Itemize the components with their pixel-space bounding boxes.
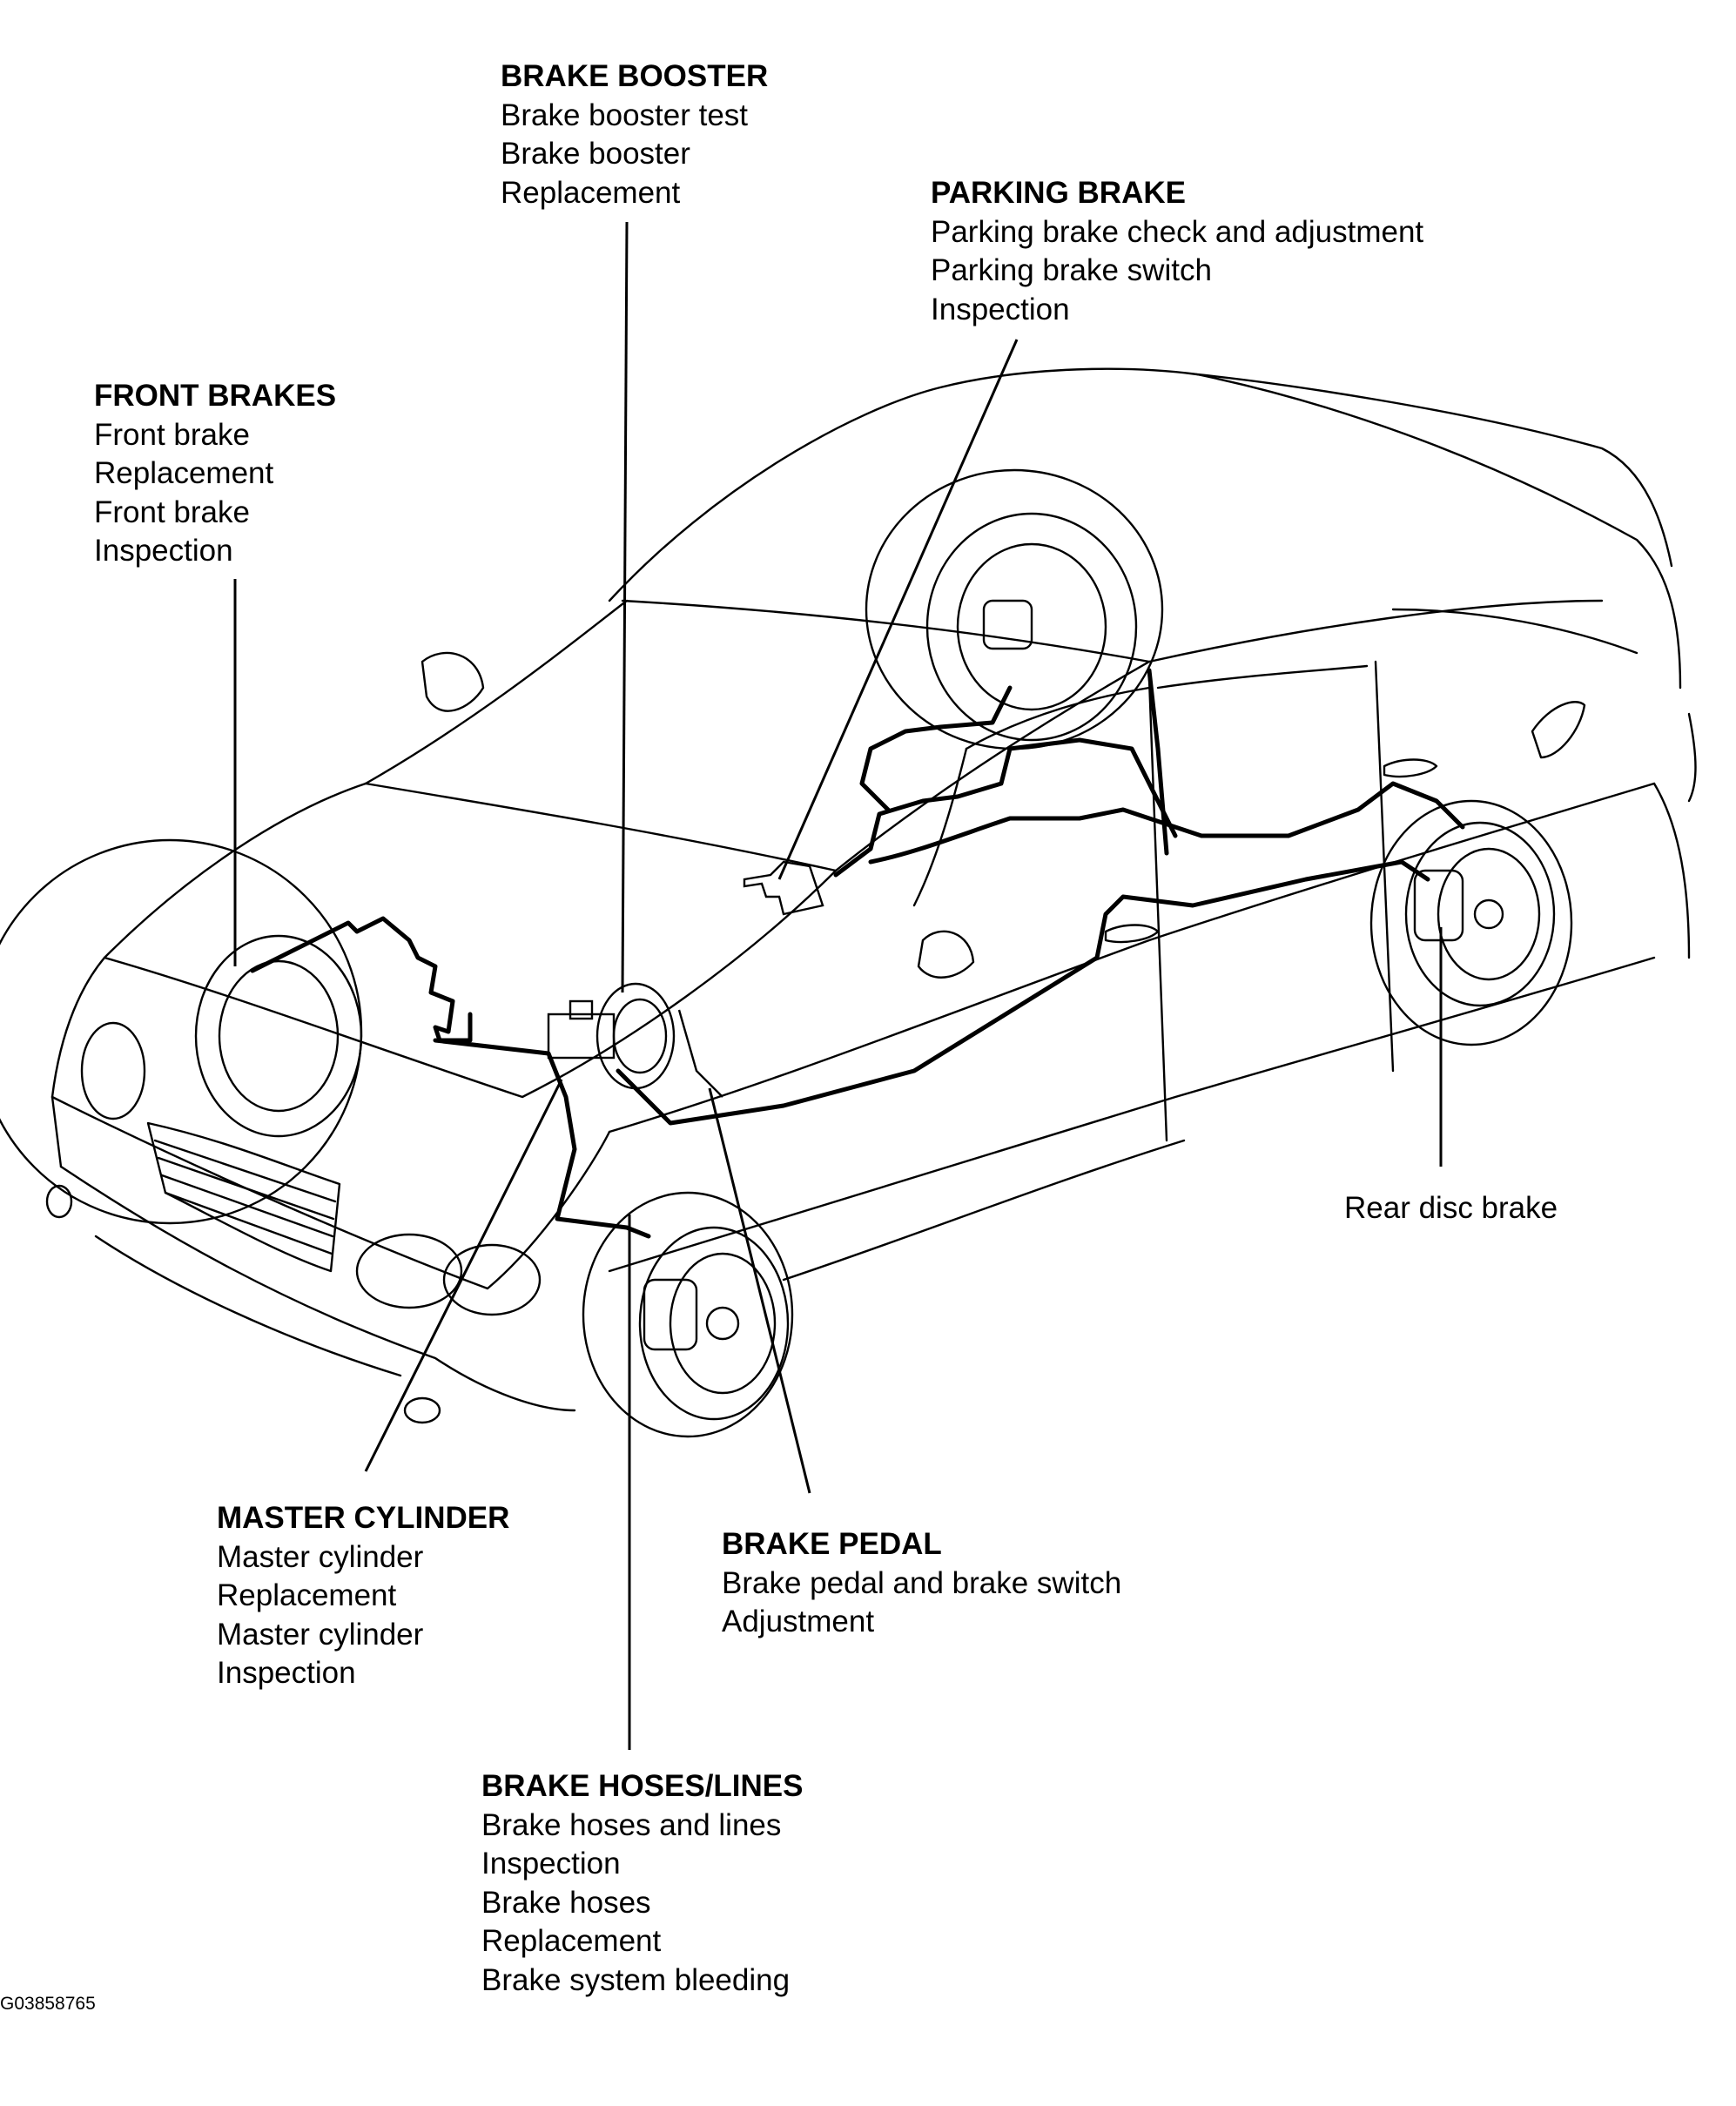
rear-left-wheel: [925, 512, 1138, 742]
front-brakes-line: Front brake: [94, 495, 250, 529]
parking-brake-line: Inspection: [931, 292, 1070, 326]
front-right-brake-disc: [638, 1226, 790, 1421]
car-body: [0, 367, 1697, 1438]
brake-hoses-lines-callout: BRAKE HOSES/LINES Brake hoses and lines …: [481, 1767, 804, 2000]
parking-brake-line: Parking brake check and adjustment: [931, 214, 1424, 249]
brake-pedal-callout: BRAKE PEDAL Brake pedal and brake switch…: [722, 1525, 1121, 1642]
brake-pedal-line: Adjustment: [722, 1605, 875, 1638]
parking-brake-callout: PARKING BRAKE Parking brake check and ad…: [931, 174, 1423, 329]
rear-disc-brake-line: Rear disc brake: [1344, 1191, 1558, 1225]
brake-pedal-heading: BRAKE PEDAL: [722, 1527, 942, 1561]
rear-right-brake-disc: [1404, 821, 1556, 1007]
front-left-wheel: [194, 934, 363, 1138]
master-cylinder-line: Master cylinder: [217, 1617, 424, 1652]
brake-booster-heading: BRAKE BOOSTER: [501, 59, 769, 93]
brake-hoses-lines-line: Replacement: [481, 1924, 662, 1958]
leader-lines: [233, 221, 1443, 1750]
parking-brake-lever: [743, 860, 824, 916]
front-brakes-line: Inspection: [94, 534, 233, 568]
brake-lines: [250, 668, 1465, 1239]
front-brakes-line: Replacement: [94, 456, 274, 490]
leader-brake-pedal: [708, 1087, 811, 1494]
master-cylinder-line: Master cylinder: [217, 1539, 424, 1574]
master-cylinder-callout: MASTER CYLINDER Master cylinder Replacem…: [217, 1499, 509, 1693]
front-brakes-heading: FRONT BRAKES: [94, 379, 337, 413]
brake-hoses-lines-line: Brake hoses: [481, 1885, 651, 1920]
rear-disc-brake-callout: Rear disc brake: [1344, 1189, 1558, 1228]
parking-brake-heading: PARKING BRAKE: [931, 176, 1186, 210]
brake-booster-line: Brake booster test: [501, 98, 749, 132]
brake-hoses-lines-line: Brake system bleeding: [481, 1962, 791, 1997]
brake-booster-line: Replacement: [501, 175, 681, 210]
front-brakes-callout: FRONT BRAKES Front brake Replacement Fro…: [94, 377, 336, 571]
leader-brake-booster: [621, 221, 629, 993]
brake-booster-line: Brake booster: [501, 137, 690, 171]
brake-hoses-lines-heading: BRAKE HOSES/LINES: [481, 1769, 804, 1803]
front-brakes-line: Front brake: [94, 417, 250, 452]
brake-hoses-lines-line: Brake hoses and lines: [481, 1807, 782, 1842]
brake-pedal-line: Brake pedal and brake switch: [722, 1565, 1122, 1600]
brake-booster-unit: [547, 982, 723, 1098]
leader-parking-brake: [777, 339, 1019, 880]
master-cylinder-heading: MASTER CYLINDER: [217, 1501, 510, 1535]
parking-brake-line: Parking brake switch: [931, 253, 1212, 287]
master-cylinder-line: Replacement: [217, 1578, 397, 1612]
brake-booster-callout: BRAKE BOOSTER Brake booster test Brake b…: [501, 57, 768, 212]
leader-master-cylinder: [364, 1079, 563, 1472]
master-cylinder-line: Inspection: [217, 1656, 356, 1690]
figure-code: G03858765: [0, 1994, 96, 2014]
brake-hoses-lines-line: Inspection: [481, 1847, 621, 1881]
